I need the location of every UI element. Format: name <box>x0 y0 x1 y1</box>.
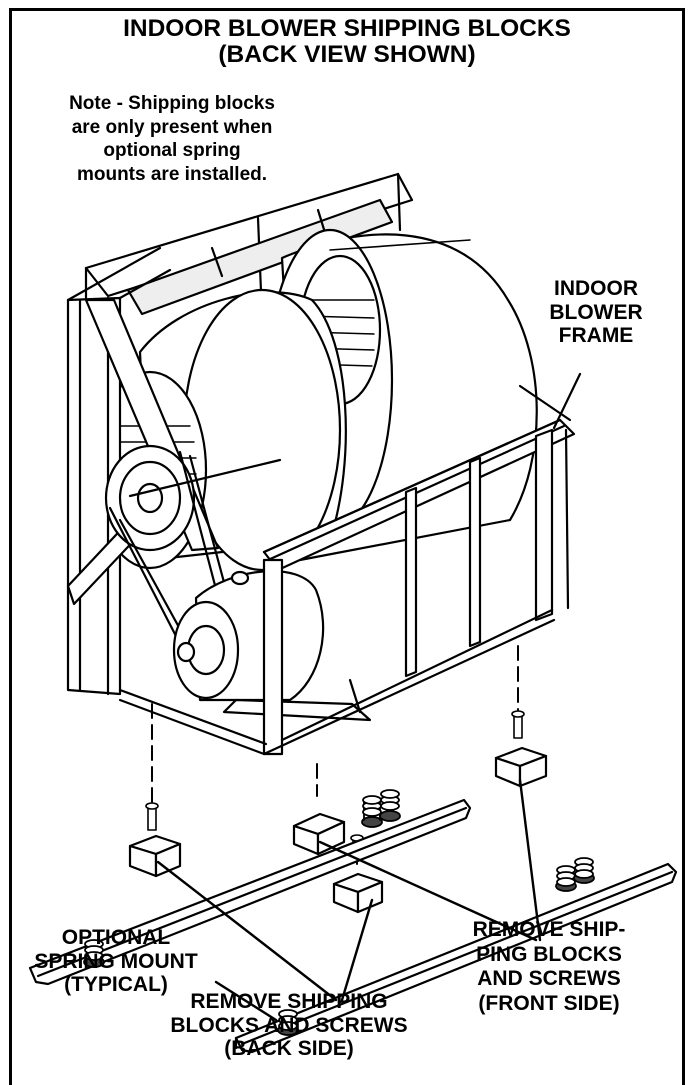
diagram-title: INDOOR BLOWER SHIPPING BLOCKS (BACK VIEW… <box>123 15 571 68</box>
diagram-border <box>9 8 685 1085</box>
motor <box>172 570 372 722</box>
rear-frame <box>84 172 414 318</box>
label-optional-spring-mount: OPTIONAL SPRING MOUNT (TYPICAL) <box>34 926 198 997</box>
frame-leader <box>552 372 582 430</box>
label-remove-back-blocks: REMOVE SHIPPING BLOCKS AND SCREWS (BACK … <box>170 990 408 1061</box>
pulley-belt <box>104 444 282 642</box>
shipping-note: Note - Shipping blocks are only present … <box>69 93 275 185</box>
label-remove-front-blocks: REMOVE SHIP- PING BLOCKS AND SCREWS (FRO… <box>472 918 626 1015</box>
front-frame <box>118 384 576 756</box>
leader-lines <box>156 778 542 1022</box>
label-indoor-blower-frame: INDOOR BLOWER FRAME <box>549 277 643 348</box>
spring-mounts <box>83 789 595 1036</box>
rails <box>28 798 678 1054</box>
shipping-blocks <box>128 746 548 914</box>
